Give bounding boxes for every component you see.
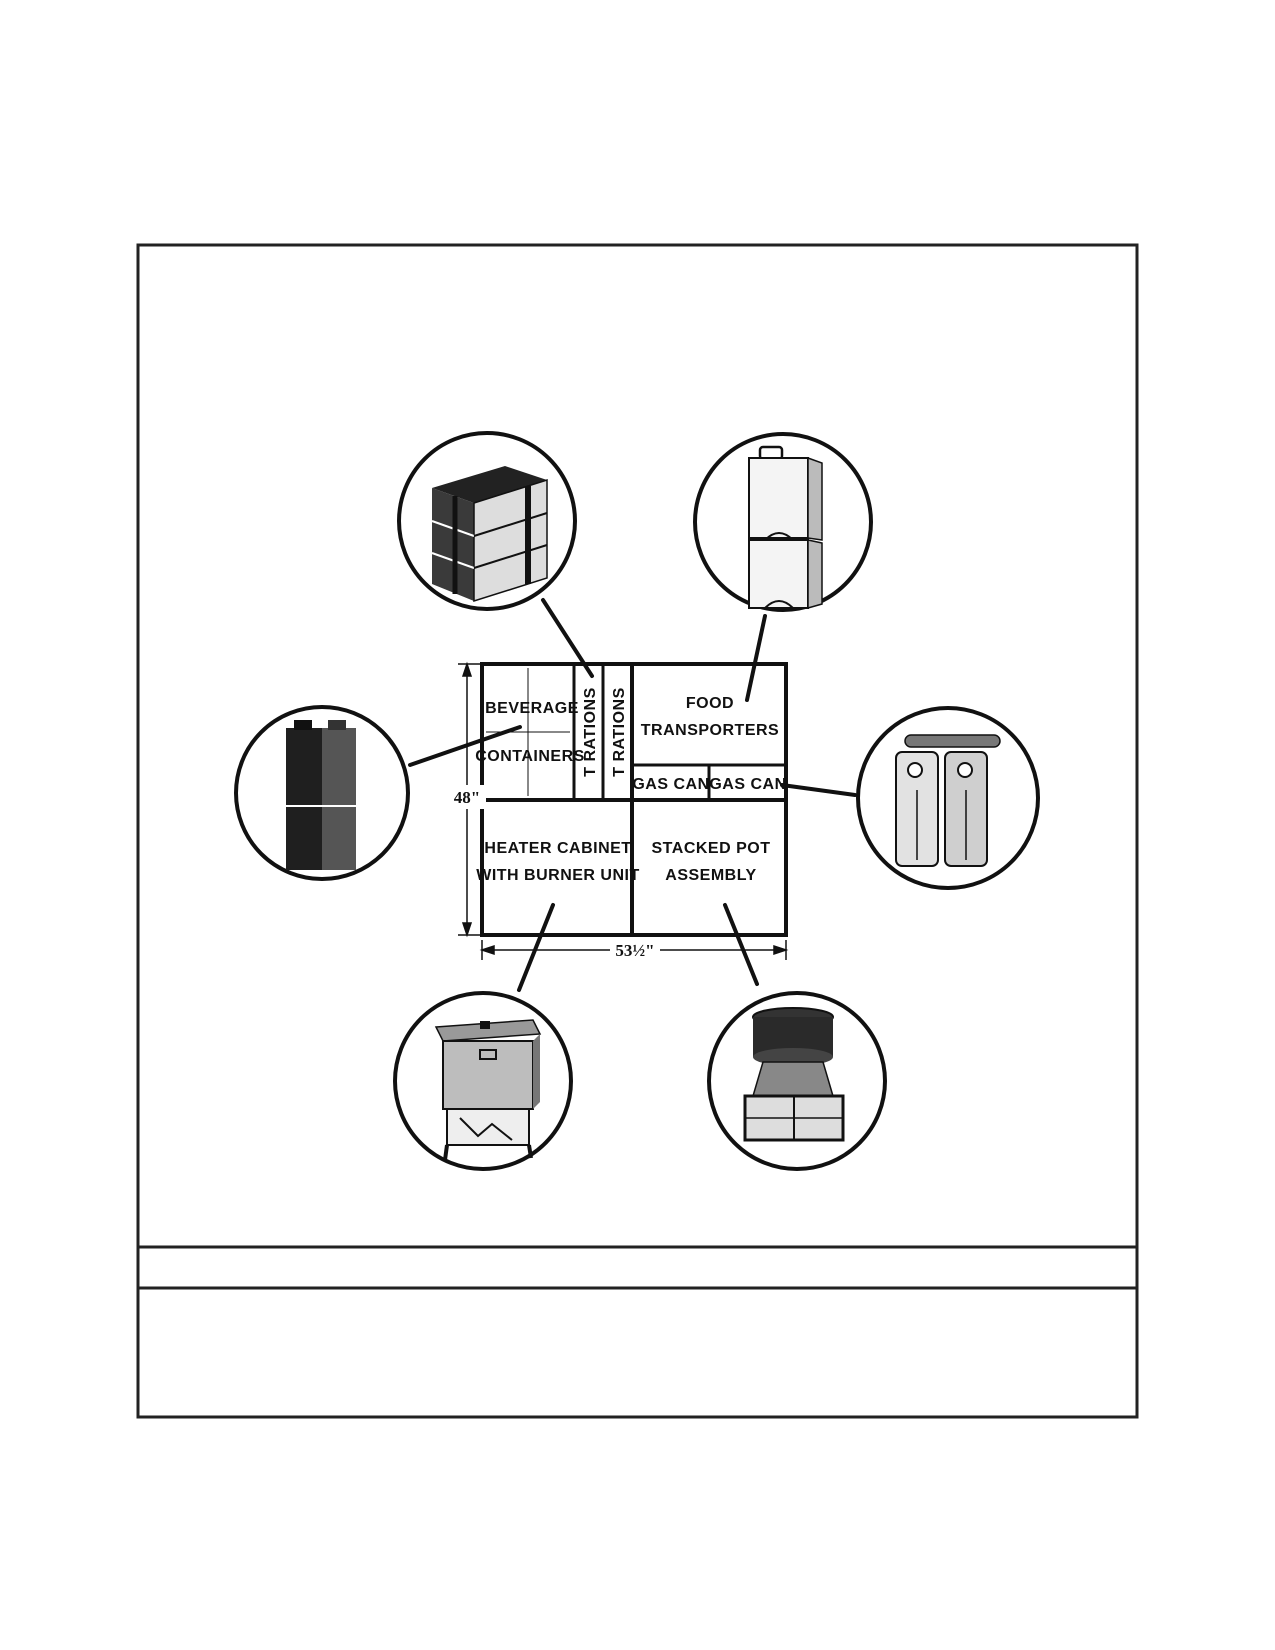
height-label-bg — [448, 785, 486, 809]
beverage-containers-icon — [234, 705, 410, 881]
load-plan-grid — [480, 662, 788, 937]
t-rations-boxes-icon — [397, 431, 577, 611]
label-beverage-line1: BEVERAGE — [485, 700, 579, 717]
stacked-pot-assembly-icon — [707, 991, 887, 1171]
label-food-line1: FOOD — [686, 695, 734, 712]
width-dimension-label: 53½" — [615, 941, 654, 960]
width-label-bg — [610, 938, 660, 962]
label-gas-can-left: GAS CAN — [632, 776, 709, 793]
label-t-rations-b: T RATIONS — [611, 687, 628, 777]
heater-cabinet-icon — [393, 991, 573, 1171]
height-dimension-label: 48" — [454, 788, 480, 807]
food-transporter-icon — [693, 432, 873, 612]
callout-leaders — [408, 598, 857, 992]
gas-cans-icon — [856, 706, 1040, 890]
label-heater-line1: HEATER CABINET — [484, 840, 631, 857]
label-food-line2: TRANSPORTERS — [641, 722, 779, 739]
label-pot-line1: STACKED POT — [652, 840, 771, 857]
label-beverage-line2: CONTAINERS — [475, 748, 585, 765]
figure-frame — [136, 243, 1139, 1419]
label-gas-can-right: GAS CAN — [709, 776, 786, 793]
label-heater-line2: WITH BURNER UNIT — [476, 867, 640, 884]
label-t-rations-a: T RATIONS — [582, 687, 599, 777]
label-pot-line2: ASSEMBLY — [665, 867, 756, 884]
